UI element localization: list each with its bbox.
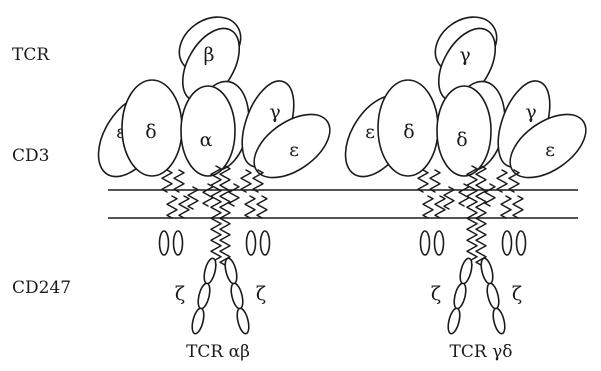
tcr-ab-complex: β ε δ α γ ε — [85, 6, 341, 362]
tcr-ab-zeta-right-domain-3 — [235, 307, 251, 335]
tcr-ab-zeta-right-chain — [223, 257, 251, 335]
tcr-ab-tm-alpha — [203, 184, 213, 206]
tcr-ab-alpha-label: α — [200, 129, 213, 151]
tcr-gd-tm-delta — [459, 184, 469, 206]
cd247-row-label: CD247 — [12, 278, 71, 298]
tcr-ab-tm-cd3-4 — [167, 196, 177, 218]
tcr-ab-zeta-linker-right — [220, 166, 230, 265]
tcr-gd-zeta-right-chain — [479, 257, 507, 335]
tcr-gd-zeta-linker-right — [476, 166, 486, 265]
tcr-ab-zeta-left-domain-3 — [190, 307, 206, 335]
tcr-gd-tm-cd3-2 — [430, 170, 440, 192]
tcr-gd-gamma-label: γ — [459, 44, 470, 66]
tcr-ab-tm-cd3-5 — [179, 196, 189, 218]
tcr-gd-itam-3 — [503, 231, 512, 255]
tcr-gd-zeta-left-label: ζ — [431, 283, 441, 305]
tcr-gd-cd3-epsilon-right-label: ε — [545, 139, 555, 161]
tcr-ab-itam-2 — [174, 231, 183, 255]
tcr-gd-complex: γ ε δ δ γ ε — [332, 6, 597, 362]
tcr-gd-zeta-linker-left — [467, 166, 477, 265]
tcr-gd-zeta-right-domain-1 — [479, 257, 495, 285]
tcr-gd-tm-cd3-8 — [501, 196, 511, 218]
tcr-gd-tm-cd3-5 — [435, 196, 445, 218]
tcr-gd-cd3-gamma-label: γ — [525, 101, 536, 123]
tcr-ab-tm-beta — [229, 184, 239, 206]
tcr-ab-tm-cd3-9 — [257, 196, 267, 218]
tcr-gd-itam-2 — [435, 231, 444, 255]
tcr-ab-zeta-right-domain-1 — [223, 257, 239, 285]
tcr-ab-tm-cd3-8 — [245, 196, 255, 218]
tcr-ab-zeta-left-domain-1 — [202, 257, 218, 285]
tcr-row-label: TCR — [12, 45, 50, 65]
tcr-ab-zeta-linker-left — [211, 166, 221, 265]
tcr-gd-tm-cd3-9 — [513, 196, 523, 218]
tcr-ab-beta-label: β — [204, 44, 215, 66]
tcr-gd-zeta-right-label: ζ — [512, 283, 522, 305]
tcr-ab-cd3-delta-label: δ — [145, 121, 156, 143]
tcr-ab-tm-cd3-6 — [241, 170, 251, 192]
tcr-ab-cd3-gamma-label: γ — [269, 101, 280, 123]
tcr-gd-itam-1 — [421, 231, 430, 255]
tcr-gd-cd3-epsilon-left-label: ε — [365, 121, 375, 143]
tcr-gd-zeta-right-domain-2 — [485, 282, 501, 310]
tcr-ab-zeta-left-domain-2 — [196, 282, 212, 310]
tcr-gd-zeta-right-domain-3 — [491, 307, 507, 335]
tcr-gd-tm-gamma — [485, 184, 495, 206]
tcr-gd-zeta-left-domain-3 — [446, 307, 462, 335]
tcr-ab-cd3-epsilon-right-label: ε — [289, 139, 299, 161]
cd3-row-label: CD3 — [12, 146, 49, 166]
tcr-ab-zeta-left-chain — [190, 257, 218, 335]
tcr-ab-itam-1 — [160, 231, 169, 255]
tcr-gd-caption: TCR γδ — [450, 342, 513, 362]
tcr-ab-itam-3 — [247, 231, 256, 255]
tcr-gd-cd3-delta-label: δ — [403, 121, 414, 143]
tcr-ab-zeta-right-label: ζ — [256, 283, 266, 305]
tcr-gd-tm-cd3-6 — [497, 170, 507, 192]
tcr-gd-zeta-left-chain — [446, 257, 474, 335]
tcr-ab-itam-4 — [261, 231, 270, 255]
tcr-ab-zeta-left-label: ζ — [175, 283, 185, 305]
tcr-gd-delta-label: δ — [456, 129, 467, 151]
tcr-ab-zeta-right-domain-2 — [229, 282, 245, 310]
tcr-ab-caption: TCR αβ — [186, 342, 250, 362]
tcr-gd-zeta-left-domain-1 — [458, 257, 474, 285]
tcr-gd-itam-4 — [517, 231, 526, 255]
tcr-ab-tm-cd3-2 — [174, 170, 184, 192]
tcr-gd-tm-cd3-4 — [423, 196, 433, 218]
tcr-gd-zeta-left-domain-2 — [452, 282, 468, 310]
